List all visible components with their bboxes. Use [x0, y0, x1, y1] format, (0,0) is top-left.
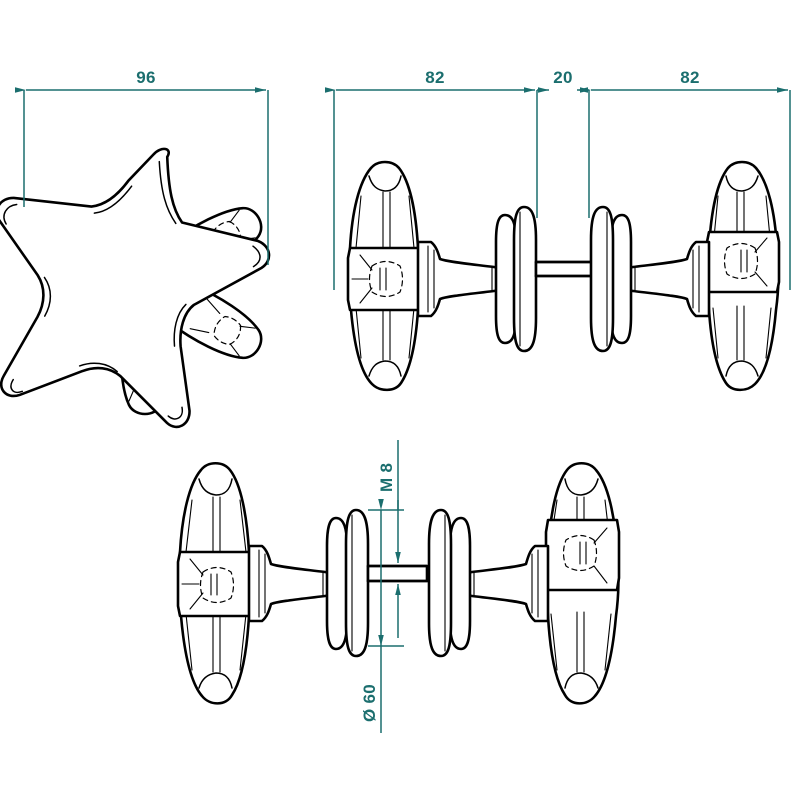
front-view-star-knob [0, 147, 271, 429]
side-view-top-assembly [346, 160, 781, 392]
side-top-threaded-stud [534, 260, 594, 278]
side-bottom-right-knob [427, 461, 621, 705]
dimension-layer: 96 82 20 82 M 8 [15, 68, 791, 733]
dimension-label-82-left: 82 [425, 68, 445, 87]
side-view-bottom-assembly [176, 461, 621, 705]
dimension-label-20: 20 [553, 68, 573, 87]
dimension-side-right-82: 82 [580, 68, 791, 290]
dimension-diameter-60: Ø 60 [360, 499, 404, 733]
dimension-label-diameter-60: Ø 60 [360, 684, 379, 722]
side-top-right-knob [589, 160, 781, 392]
side-bottom-left-knob [176, 461, 370, 705]
side-bottom-threaded-stud [366, 564, 429, 583]
dimension-front-width-96: 96 [15, 68, 269, 265]
dimension-side-center-20: 20 [537, 68, 590, 218]
dimension-label-82-right: 82 [680, 68, 700, 87]
dimension-side-left-82: 82 [325, 68, 538, 290]
dimension-thread-m8: M 8 [377, 440, 401, 638]
dimension-label-m8: M 8 [377, 463, 396, 492]
side-top-left-knob [346, 160, 538, 392]
dimension-label-96: 96 [136, 68, 156, 87]
